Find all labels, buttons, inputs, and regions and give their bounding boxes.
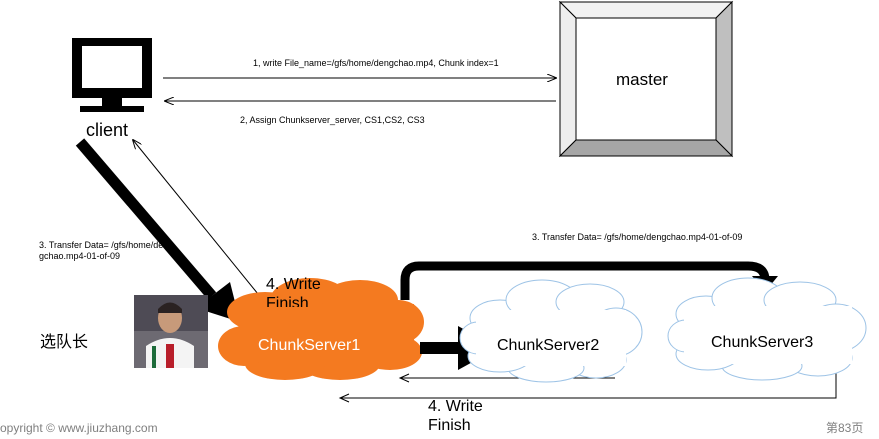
computer-icon [72, 38, 152, 112]
leader-photo [134, 295, 208, 368]
message-transfer-top: 3. Transfer Data= /gfs/home/dengchao.mp4… [532, 232, 743, 242]
page-number: 第83页 [826, 421, 864, 435]
message-assign-chunkservers: 2, Assign Chunkserver_server, CS1,CS2, C… [240, 115, 425, 125]
master-label: master [616, 70, 668, 89]
client-label: client [86, 120, 129, 140]
arrow-write-finish-to-client [133, 140, 259, 295]
copyright-footer: opyright © www.jiuzhang.com [0, 421, 158, 435]
chunkserver1-cloud [218, 278, 424, 380]
message-transfer-left: 3. Transfer Data= /gfs/home/dengchao.mp4… [39, 240, 169, 261]
master-box [558, 0, 734, 158]
chunkserver3-label: ChunkServer3 [711, 334, 814, 351]
leader-caption: 选队长 [40, 334, 89, 351]
chunkserver2-cloud [459, 279, 643, 383]
chunkserver3-cloud [667, 277, 867, 381]
chunkserver1-label: ChunkServer1 [258, 337, 361, 354]
message-write-request: 1, write File_name=/gfs/home/dengchao.mp… [253, 58, 499, 68]
message-write-finish-lower: 4. Write Finish [428, 398, 483, 434]
chunkserver2-label: ChunkServer2 [497, 337, 600, 354]
message-write-finish-upper: 4. Write Finish [266, 276, 321, 307]
